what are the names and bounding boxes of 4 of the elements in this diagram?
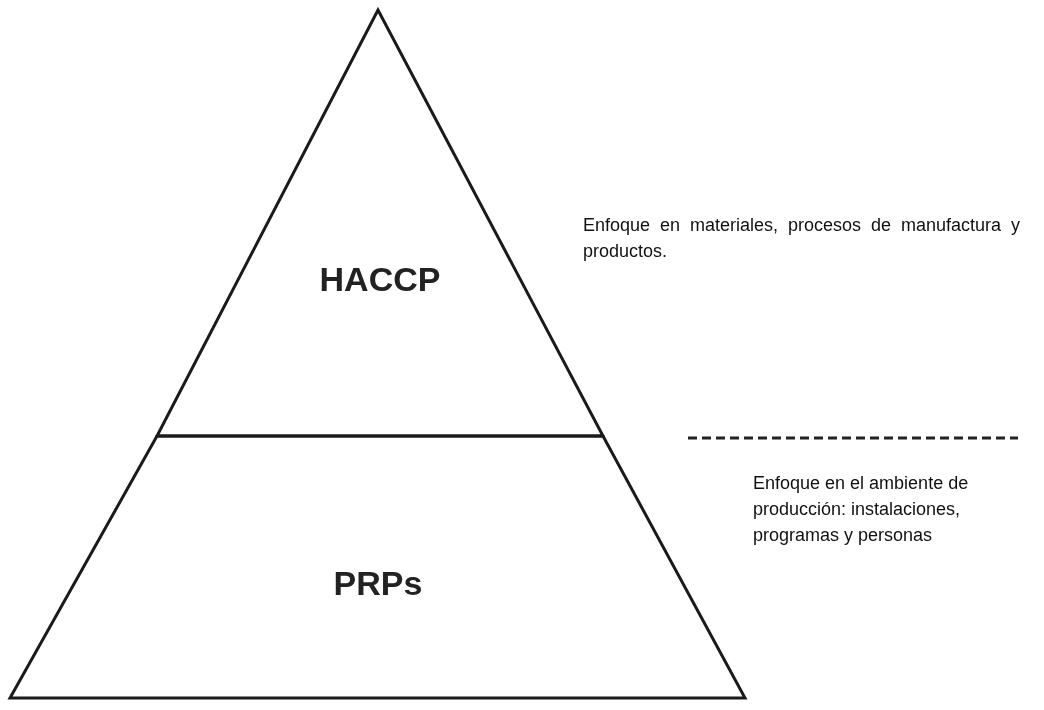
layer-label: HACCP [318, 260, 442, 299]
note-text: Enfoque en materiales, procesos de manufactura y productos. [583, 214, 1020, 263]
note-text: Enfoque en el ambiente de producción: instalaciones, programas y personas [753, 472, 970, 547]
layer-label: PRPs [332, 564, 424, 603]
